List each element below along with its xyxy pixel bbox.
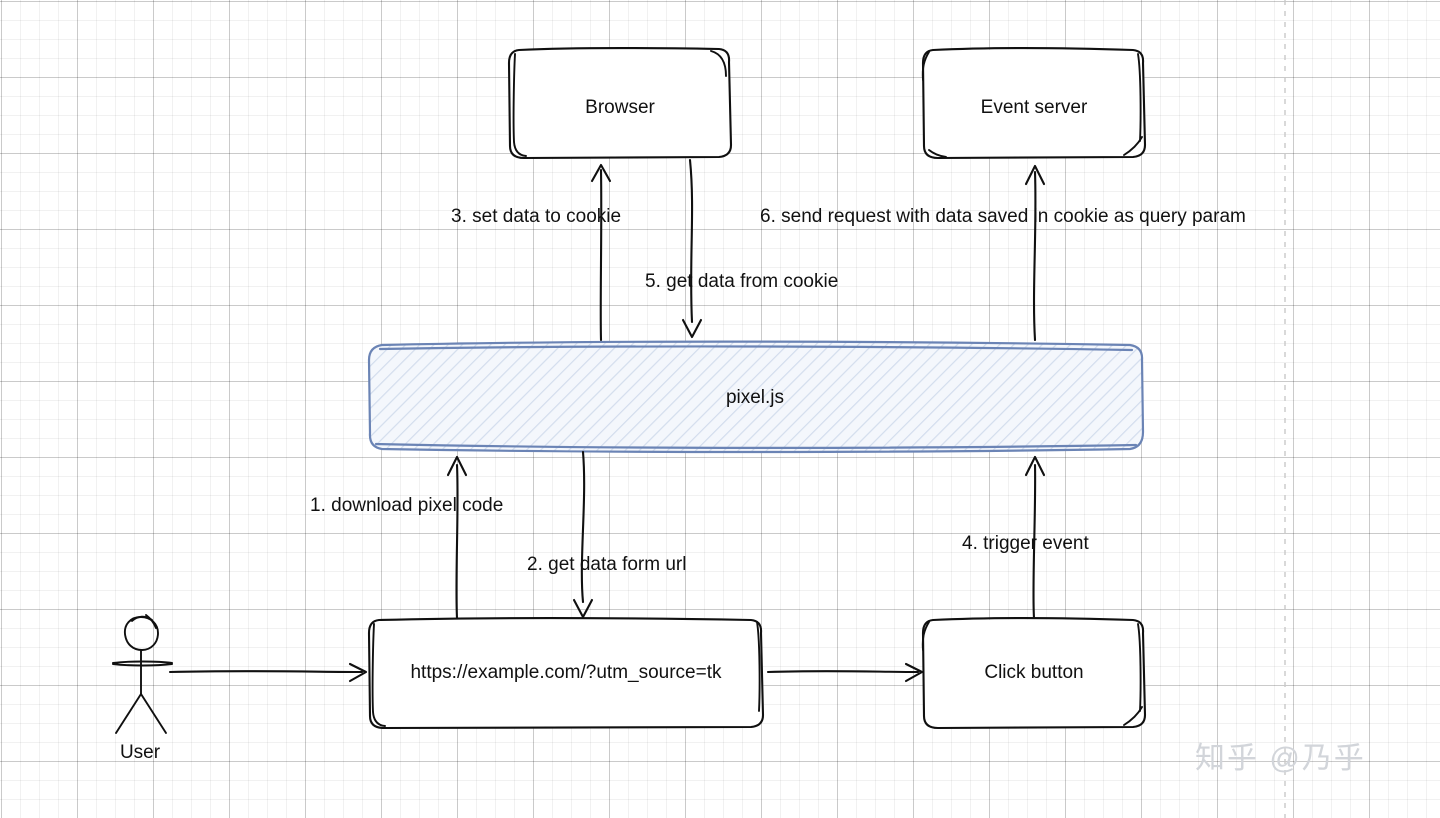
- actor-user-label: User: [120, 742, 161, 763]
- node-page-url-label: https://example.com/?utm_source=tk: [410, 662, 722, 683]
- edge-label-5: 5. get data from cookie: [645, 271, 838, 292]
- zhihu-watermark: 知乎 @乃乎: [1195, 742, 1366, 775]
- edge-5-get-data-from-cookie[interactable]: [681, 158, 703, 339]
- edge-label-2: 2. get data form url: [527, 554, 686, 575]
- edge-label-6: 6. send request with data saved in cooki…: [760, 206, 1246, 227]
- node-pixel-js[interactable]: pixel.js: [367, 340, 1145, 454]
- edge-user-to-page[interactable]: [168, 662, 368, 683]
- edge-3-set-data-to-cookie[interactable]: [590, 163, 612, 342]
- edge-label-3: 3. set data to cookie: [451, 206, 621, 227]
- edge-label-4: 4. trigger event: [962, 533, 1089, 554]
- edge-4-trigger-event[interactable]: [1024, 455, 1046, 620]
- node-pixel-js-label: pixel.js: [726, 387, 784, 408]
- edge-1-download-pixel-code[interactable]: [446, 455, 468, 620]
- node-click-button[interactable]: Click button: [921, 617, 1147, 730]
- edge-page-to-click[interactable]: [766, 662, 924, 683]
- actor-user[interactable]: User: [112, 614, 173, 763]
- node-page-url[interactable]: https://example.com/?utm_source=tk: [367, 617, 765, 730]
- edge-6-send-request[interactable]: [1024, 164, 1046, 342]
- node-event-server-label: Event server: [981, 97, 1088, 118]
- edge-label-1: 1. download pixel code: [310, 495, 503, 516]
- node-click-button-label: Click button: [984, 662, 1083, 683]
- node-event-server[interactable]: Event server: [921, 47, 1147, 160]
- node-browser-label: Browser: [585, 97, 655, 118]
- node-browser[interactable]: Browser: [507, 46, 733, 160]
- edge-2-get-data-form-url[interactable]: [572, 450, 594, 619]
